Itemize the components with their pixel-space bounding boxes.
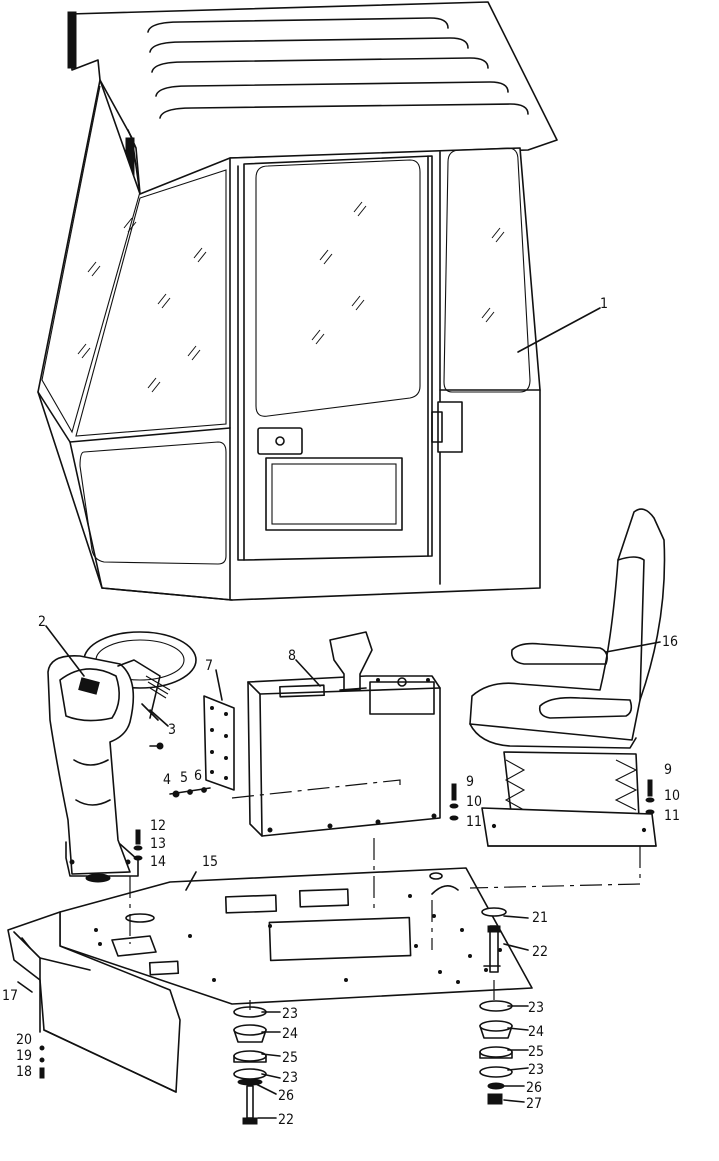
callout-6: 6 (194, 768, 202, 784)
callout-11: 11 (466, 814, 482, 830)
assembly-lines (129, 779, 641, 1010)
callout-19: 19 (16, 1048, 32, 1064)
callout-24-right: 24 (528, 1024, 544, 1040)
callout-10: 10 (466, 794, 482, 810)
callout-9-seat: 9 (664, 762, 672, 778)
console-box (247, 631, 441, 837)
callout-22: 22 (532, 944, 548, 960)
callout-7: 7 (205, 658, 213, 674)
callout-17: 17 (2, 988, 18, 1004)
callout-23-left-lower: 23 (282, 1070, 298, 1086)
callout-14: 14 (150, 854, 166, 870)
right-mount-stack (479, 907, 513, 1105)
callout-12: 12 (150, 818, 166, 834)
callout-24: 24 (282, 1026, 298, 1042)
callout-23: 23 (282, 1006, 298, 1022)
callout-4: 4 (163, 772, 171, 788)
fasteners-4-5-6 (169, 787, 211, 798)
callout-18: 18 (16, 1064, 32, 1080)
callout-9: 9 (466, 774, 474, 790)
steering-column (47, 631, 197, 883)
callout-20: 20 (16, 1032, 32, 1048)
callout-25: 25 (282, 1050, 298, 1066)
callout-25-right: 25 (528, 1044, 544, 1060)
callout-1: 1 (600, 296, 608, 312)
callout-26-right: 26 (526, 1080, 542, 1096)
callout-16: 16 (662, 634, 678, 650)
callout-5: 5 (180, 770, 188, 786)
callout-23-right-upper: 23 (528, 1000, 544, 1016)
side-panel-7 (203, 695, 235, 791)
floor-plate (7, 867, 533, 1093)
callout-8: 8 (288, 648, 296, 664)
callout-22-left: 22 (278, 1112, 294, 1128)
cab-assembly (37, 1, 558, 601)
seat-bolts (39, 779, 655, 1079)
callout-3: 3 (168, 722, 176, 738)
callout-15: 15 (202, 854, 218, 870)
callout-23-right-lower: 23 (528, 1062, 544, 1078)
callout-21: 21 (532, 910, 548, 926)
callout-11-seat: 11 (664, 808, 680, 824)
callout-labels: 1 2 3 4 5 6 7 8 9 10 11 12 13 14 15 16 1… (2, 296, 680, 1128)
callout-27: 27 (526, 1096, 542, 1112)
operator-seat (469, 508, 666, 847)
left-mount-stack (233, 1006, 267, 1125)
callout-13: 13 (150, 836, 166, 852)
leader-lines (17, 307, 661, 1119)
callout-10-seat: 10 (664, 788, 680, 804)
callout-2: 2 (38, 614, 46, 630)
callout-26: 26 (278, 1088, 294, 1104)
